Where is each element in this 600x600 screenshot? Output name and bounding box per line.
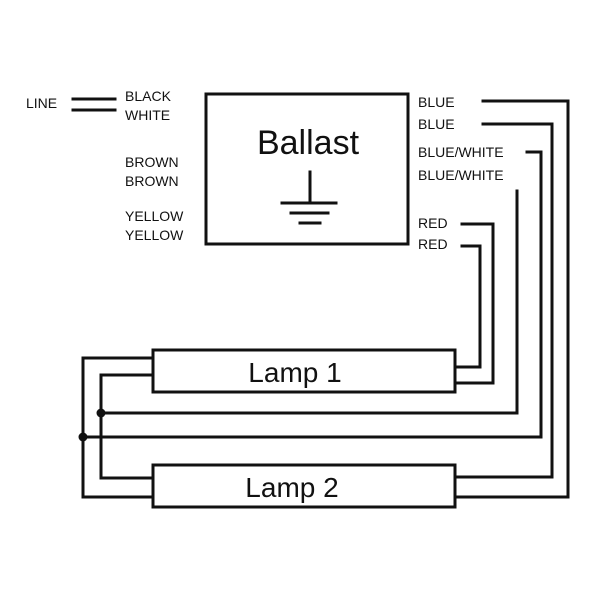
- junction-dot-upper: [96, 408, 106, 418]
- lamp-2-box: [151, 463, 457, 509]
- blue-wire-1: [453, 99, 570, 499]
- left-bus-inner: [99, 373, 155, 480]
- black-lead-label: BLACK: [125, 88, 172, 104]
- left-bus-outer: [81, 356, 155, 499]
- line-label: LINE: [26, 95, 57, 111]
- yellow-lead-label-1: YELLOW: [125, 208, 184, 224]
- red-wire-1: [453, 222, 495, 385]
- blue-lead-label-1: BLUE: [418, 94, 455, 110]
- red-lead-label-2: RED: [418, 236, 448, 252]
- lamp-2-label: Lamp 2: [245, 472, 338, 503]
- yellow-lead-label-2: YELLOW: [125, 227, 184, 243]
- blue-white-lead-label-2: BLUE/WHITE: [418, 167, 504, 183]
- brown-lead-label-1: BROWN: [125, 154, 179, 170]
- blue-white-lead-label-1: BLUE/WHITE: [418, 144, 504, 160]
- white-lead-label: WHITE: [125, 107, 170, 123]
- junction-dot-lower: [78, 432, 88, 442]
- red-lead-label-1: RED: [418, 215, 448, 231]
- ballast-box: [204, 92, 410, 246]
- blue-white-wire-2: [99, 189, 519, 415]
- red-wire-2: [453, 244, 482, 369]
- blue-lead-label-2: BLUE: [418, 116, 455, 132]
- lamp-1-box: [151, 348, 457, 394]
- ground-icon: [280, 170, 338, 225]
- blue-wire-2: [453, 122, 554, 479]
- lamp-1-label: Lamp 1: [248, 357, 341, 388]
- ballast-title: Ballast: [257, 124, 360, 162]
- blue-white-wire-1: [81, 150, 543, 439]
- brown-lead-label-2: BROWN: [125, 173, 179, 189]
